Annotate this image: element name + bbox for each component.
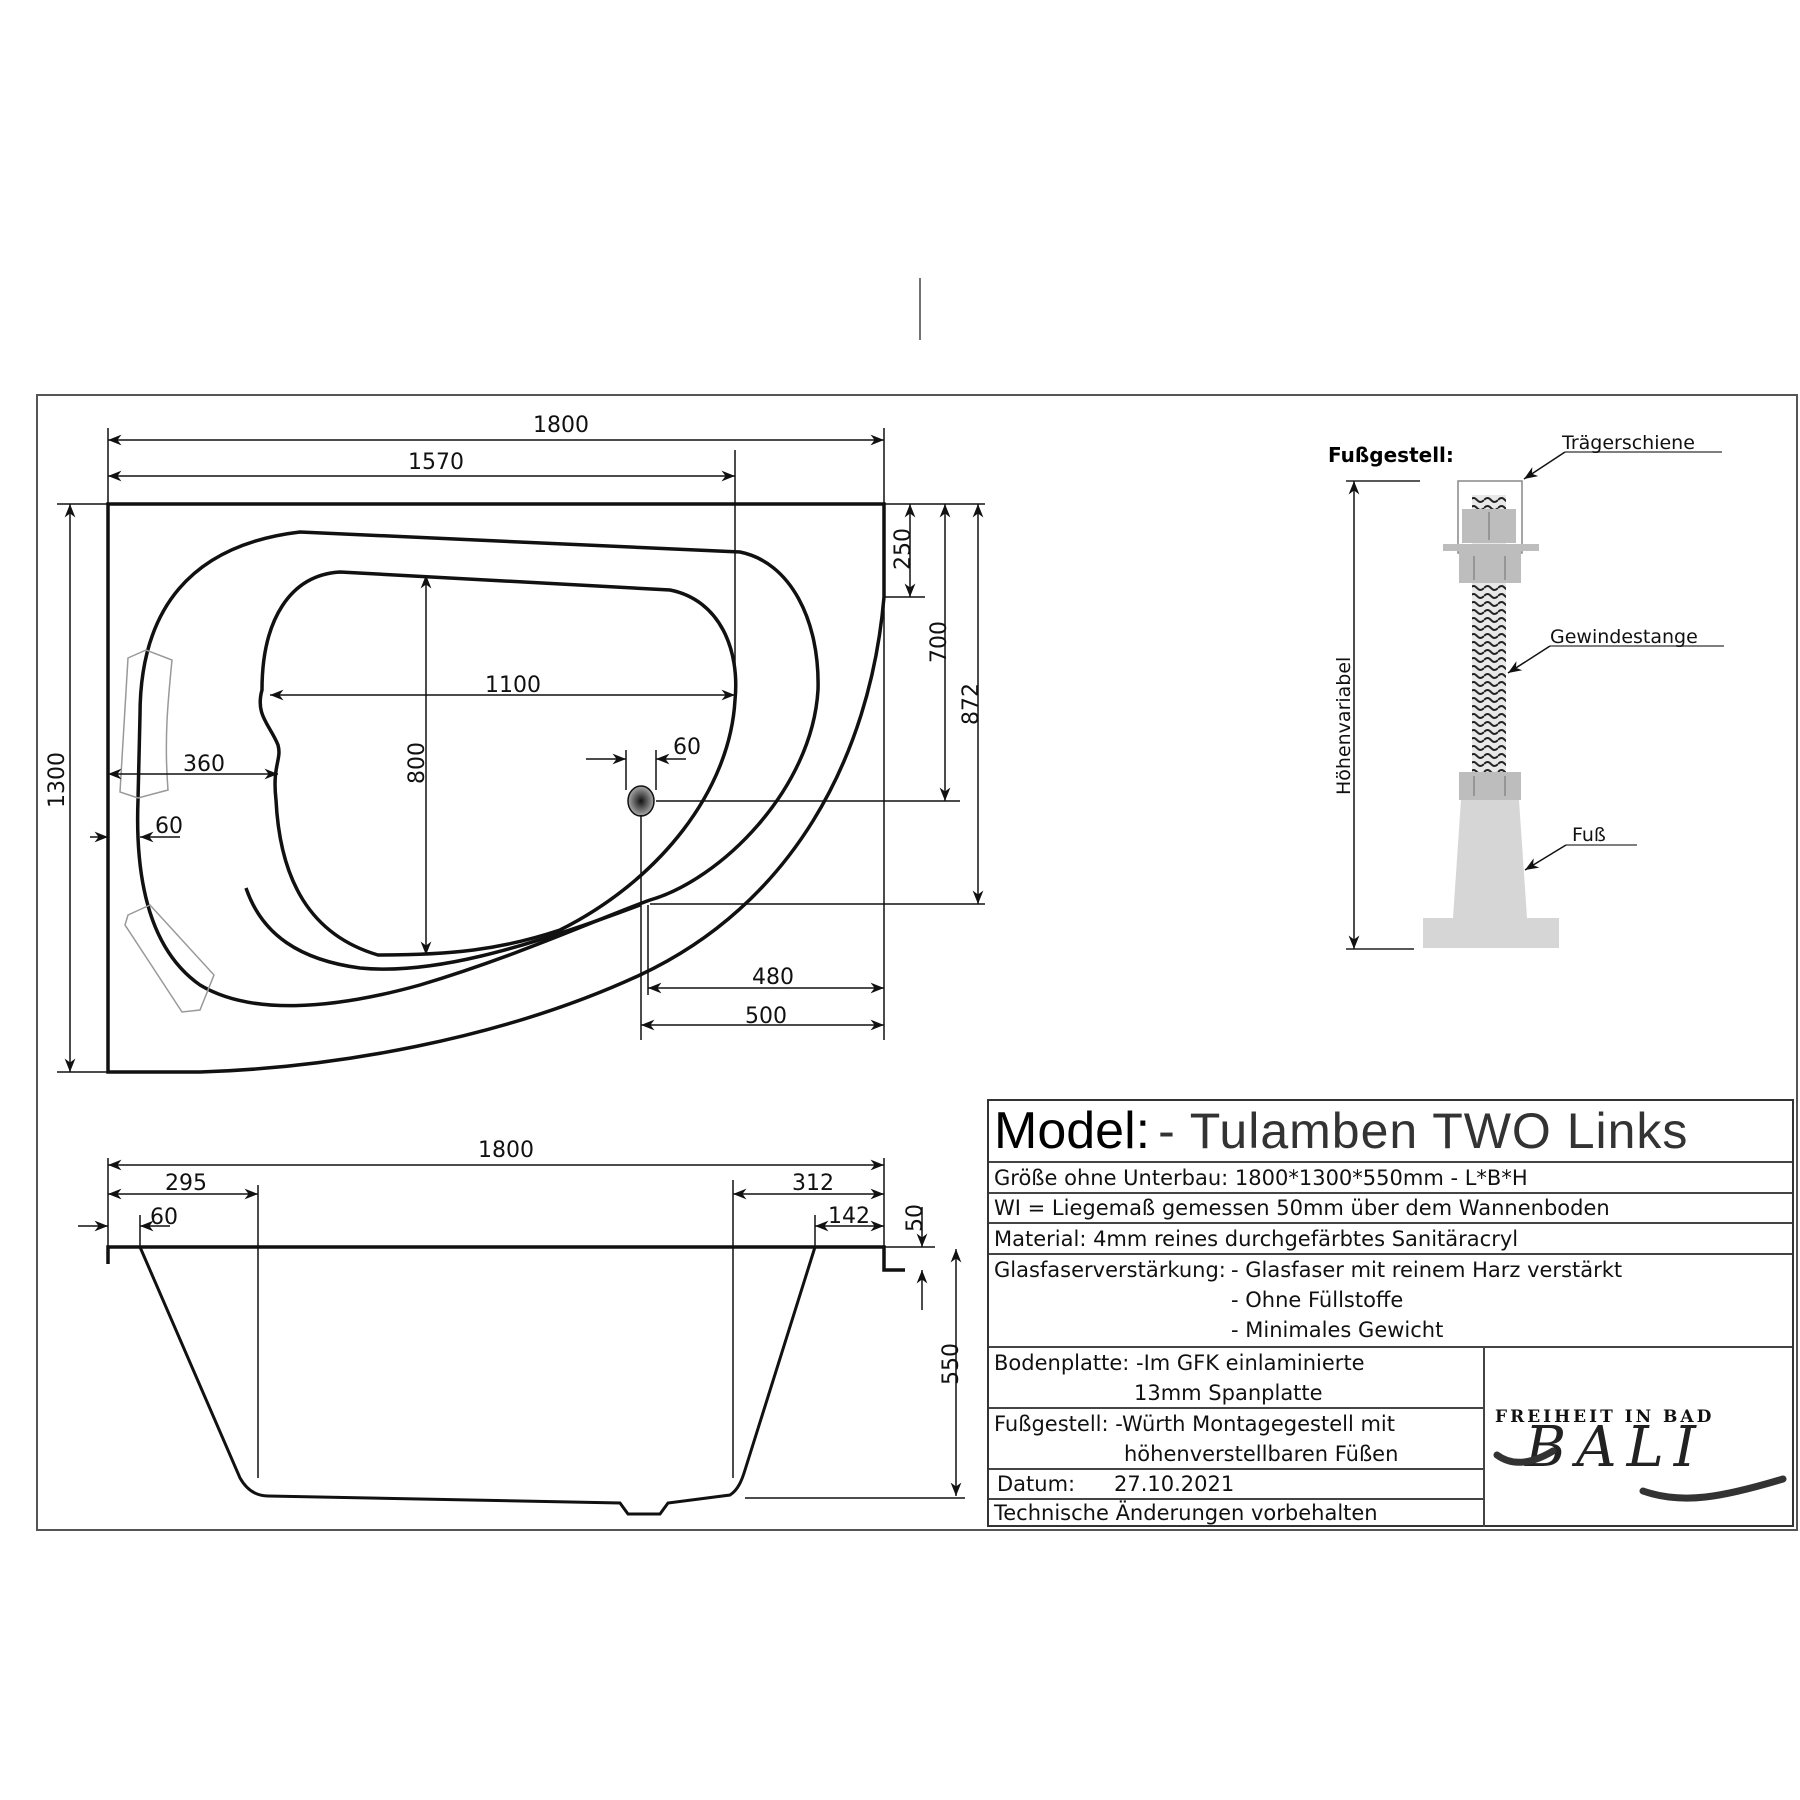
label-height-variable: Höhenvariabel <box>1333 657 1355 795</box>
side-dim-labels: 1800 295 312 60 142 50 550 <box>150 1138 964 1385</box>
dim-700: 700 <box>927 621 952 663</box>
label-foot: Fuß <box>1572 824 1606 846</box>
wi-row: WI = Liegemaß gemessen 50mm über dem Wan… <box>989 1194 1792 1224</box>
base-plate-row: Bodenplatte: -Im GFK einlaminierte 13mm … <box>989 1348 1483 1409</box>
dim-800: 800 <box>405 742 430 784</box>
frame-line-2: höhenverstellbaren Füßen <box>1124 1442 1399 1466</box>
foot-assembly: Fußgestell: Höhenvariabel Trägerschiene … <box>1328 432 1724 950</box>
model-key: Model: <box>994 1102 1151 1160</box>
plan-dimensions <box>57 428 985 1073</box>
dim-drain-60: 60 <box>673 735 701 760</box>
side-dim-312: 312 <box>792 1171 834 1196</box>
dim-250: 250 <box>891 528 916 570</box>
date-row: Datum: 27.10.2021 <box>989 1470 1483 1500</box>
logo-brand: BALI <box>1525 1415 1706 1480</box>
dim-1570: 1570 <box>408 450 464 475</box>
drawing-frame <box>36 394 1798 1531</box>
side-dimensions <box>78 1158 965 1499</box>
base-plate-line-2: 13mm Spanplatte <box>1134 1381 1323 1405</box>
brand-logo: FREIHEIT IN BAD BALI <box>1483 1347 1794 1527</box>
dim-1800: 1800 <box>533 413 589 438</box>
material-row: Material: 4mm reines durchgefärbtes Sani… <box>989 1224 1792 1255</box>
logo-swash-icon <box>1493 1447 1787 1502</box>
size-row: Größe ohne Unterbau: 1800*1300*550mm - L… <box>989 1163 1792 1194</box>
side-dim-50: 50 <box>903 1204 928 1232</box>
dim-500: 500 <box>745 1004 787 1029</box>
side-dim-142: 142 <box>828 1204 870 1229</box>
title-block: Model:- Tulamben TWO Links Größe ohne Un… <box>987 1099 1794 1527</box>
drain-icon <box>627 785 655 817</box>
label-rail: Trägerschiene <box>1561 432 1695 454</box>
frame-line-1: Fußgestell: -Würth Montagegestell mit <box>994 1412 1395 1436</box>
plan-dim-labels: 1800 1570 1100 800 1300 360 60 60 250 70… <box>45 413 984 1029</box>
model-value: - Tulamben TWO Links <box>1158 1103 1689 1159</box>
label-threaded-rod: Gewindestange <box>1550 626 1698 648</box>
model-row: Model:- Tulamben TWO Links <box>989 1101 1792 1163</box>
dim-rim-60: 60 <box>155 814 183 839</box>
glass-fiber-item-1: - Glasfaser mit reinem Harz verstärkt <box>1231 1258 1623 1282</box>
dim-872: 872 <box>959 683 984 725</box>
foot-assembly-title: Fußgestell: <box>1328 443 1454 467</box>
side-dim-1800: 1800 <box>478 1138 534 1163</box>
side-dim-295: 295 <box>165 1171 207 1196</box>
glass-fiber-label: Glasfaserverstärkung: <box>994 1258 1226 1282</box>
dim-1100: 1100 <box>485 673 541 698</box>
date-value: 27.10.2021 <box>1114 1472 1235 1496</box>
logo-tagline: FREIHEIT IN BAD <box>1495 1407 1715 1427</box>
side-dim-550: 550 <box>939 1343 964 1385</box>
side-dim-60: 60 <box>150 1205 178 1230</box>
foot-base <box>1423 918 1559 948</box>
dim-360: 360 <box>183 752 225 777</box>
side-view <box>106 1245 905 1516</box>
dim-1300: 1300 <box>45 752 70 808</box>
frame-row: Fußgestell: -Würth Montagegestell mit hö… <box>989 1409 1483 1470</box>
dim-480: 480 <box>752 965 794 990</box>
glass-fiber-item-3: - Minimales Gewicht <box>1231 1318 1444 1342</box>
glass-fiber-item-2: - Ohne Füllstoffe <box>1231 1288 1404 1312</box>
base-plate-line-1: Bodenplatte: -Im GFK einlaminierte <box>994 1351 1365 1375</box>
disclaimer-row: Technische Änderungen vorbehalten <box>994 1501 1378 1525</box>
glass-fiber-row: Glasfaserverstärkung: - Glasfaser mit re… <box>989 1255 1792 1348</box>
foot-body <box>1453 800 1527 918</box>
date-label: Datum: <box>997 1472 1076 1496</box>
